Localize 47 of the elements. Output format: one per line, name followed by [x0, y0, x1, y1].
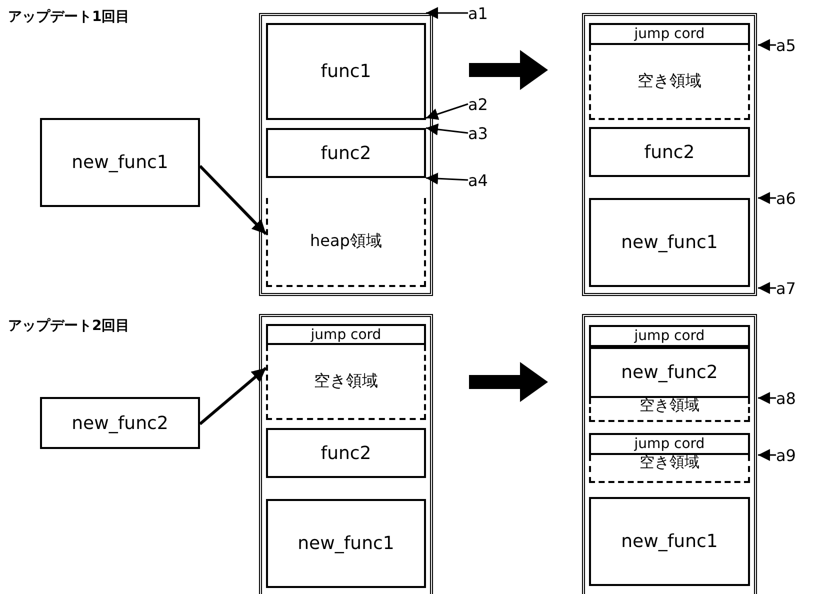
free-area-box: 空き領域: [589, 398, 750, 422]
address-label: a8: [776, 388, 806, 408]
memory-map: [259, 13, 433, 296]
jump-box: jump cord: [266, 324, 426, 345]
leader-arrow: [426, 123, 468, 136]
memory-map: [259, 314, 433, 594]
function-box: new_func2: [589, 347, 750, 398]
jump-box: jump cord: [589, 23, 750, 45]
address-label: a4: [468, 170, 498, 190]
arrow: [199, 366, 267, 426]
memory-map: [582, 13, 757, 296]
function-box: func1: [266, 23, 426, 120]
function-box: func2: [589, 127, 750, 177]
address-label: a6: [776, 188, 806, 208]
arrow: [198, 164, 268, 236]
block-arrow: [469, 50, 548, 90]
leader-arrow: [758, 449, 776, 461]
leader-arrow: [426, 172, 468, 185]
leader-arrow: [758, 39, 776, 51]
function-box: new_func2: [40, 397, 200, 449]
free-area-box: 空き領域: [589, 45, 750, 120]
address-label: a7: [776, 278, 806, 298]
function-box: new_func1: [589, 497, 750, 586]
jump-box: jump cord: [589, 433, 750, 455]
function-box: new_func1: [40, 118, 200, 207]
free-area-box: heap領域: [266, 198, 426, 287]
jump-box: jump cord: [589, 325, 750, 347]
section-title: アップデート1回目: [8, 8, 130, 26]
function-box: new_func1: [589, 198, 750, 287]
leader-arrow: [426, 7, 468, 19]
leader-arrow: [758, 392, 776, 404]
block-arrow: [469, 362, 548, 402]
address-label: a3: [468, 123, 498, 143]
leader-arrow: [758, 282, 776, 294]
address-label: a1: [468, 3, 498, 23]
free-area-box: 空き領域: [266, 345, 426, 420]
section-title: アップデート2回目: [8, 317, 130, 335]
address-label: a5: [776, 35, 806, 55]
function-box: func2: [266, 428, 426, 478]
memory-map: [582, 314, 757, 594]
address-label: a9: [776, 445, 806, 465]
function-box: func2: [266, 128, 426, 178]
leader-arrow: [758, 192, 776, 204]
address-label: a2: [468, 94, 498, 114]
function-box: new_func1: [266, 499, 426, 588]
leader-arrow: [426, 103, 468, 120]
free-area-box: 空き領域: [589, 455, 750, 483]
